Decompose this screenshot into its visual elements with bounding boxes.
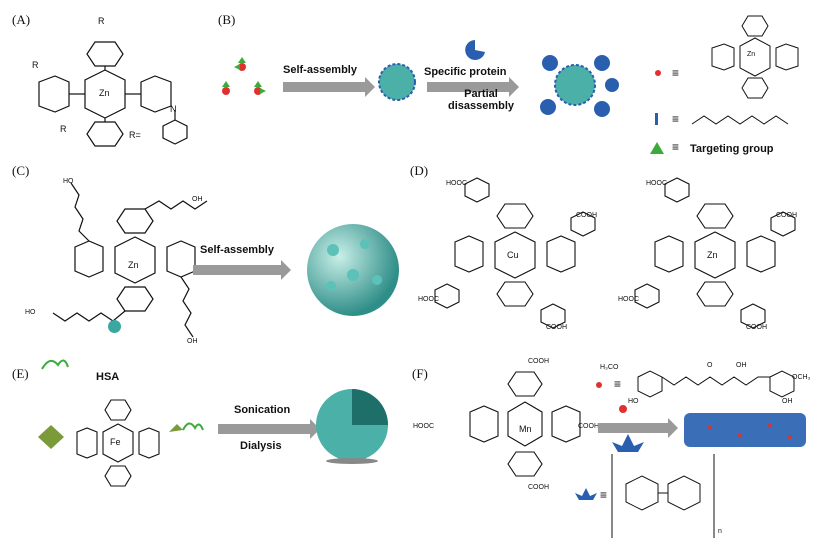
panel-d-cu-pc-structure <box>434 177 596 329</box>
panel-b-arrow-1 <box>283 77 375 97</box>
legend-equiv-3: ≡ <box>672 140 680 154</box>
panel-b-disassembled-particle-icon <box>540 55 619 117</box>
legend-peg-chain <box>691 115 789 125</box>
panel-e-arrow <box>218 419 320 439</box>
panel-c-ho-bottom: HO <box>25 309 36 316</box>
panel-d-hooc-4: HOOC <box>618 296 639 303</box>
panel-c-small-sphere <box>108 320 121 333</box>
panel-d-label: (D) <box>410 163 429 178</box>
panel-a-r-top: R <box>98 16 105 26</box>
panel-e-step2: Dialysis <box>240 440 282 452</box>
panel-e-step1: Sonication <box>234 404 291 416</box>
legend-equiv-2: ≡ <box>672 112 680 126</box>
panel-c-metal: Zn <box>128 260 139 270</box>
panel-e-fe-pc-structure <box>76 399 160 487</box>
panel-b-protein-icon <box>465 40 485 60</box>
panel-b-legend-metal: Zn <box>747 51 756 58</box>
panel-c-ho-top: HO <box>63 178 74 185</box>
panel-f-mn-pc-structure <box>469 371 581 477</box>
panel-a-r-equals: R= <box>129 130 141 140</box>
panel-f-hyaluronan-legend-icon <box>575 488 597 500</box>
panel-f-h3co: H₃CO <box>600 364 619 371</box>
legend-red-dot <box>655 70 661 76</box>
panel-b-arrow-2 <box>427 77 519 97</box>
panel-f-nanorod-icon <box>684 413 806 447</box>
panel-f-cooh-right: COOH <box>578 423 599 430</box>
panel-f-red-dot <box>596 382 602 388</box>
panel-f-arrow <box>598 418 678 438</box>
panel-a-metal: Zn <box>99 88 110 98</box>
panel-f-hyaluronic-acid-structure <box>611 454 715 538</box>
legend-targeting-group: Targeting group <box>690 143 774 155</box>
panel-a-n: N <box>170 104 177 114</box>
panel-b-step1: Self-assembly <box>283 64 357 76</box>
panel-e-label: (E) <box>12 366 29 381</box>
panel-f-hooc-left: HOOC <box>413 423 434 430</box>
panel-f-oh: OH <box>736 362 747 369</box>
panel-e-nanoparticle-icon <box>316 389 388 464</box>
panel-f-label: (F) <box>412 366 428 381</box>
panel-d-cooh-2: COOH <box>546 324 567 331</box>
panel-c-step1: Self-assembly <box>200 244 274 256</box>
panel-c-oh-bottom: OH <box>187 338 198 345</box>
panel-b-legend-zn-pc-structure <box>711 15 799 99</box>
panel-f-och3: OCH₃ <box>792 374 811 381</box>
panel-c-arrow <box>193 260 291 280</box>
legend-blue-bar <box>655 113 658 125</box>
panel-f-curcumin-structure <box>637 370 795 398</box>
panel-b-step2: Specific protein <box>424 66 507 78</box>
panel-f-hyaluronan-icon <box>612 434 644 452</box>
panel-c-oh-right: OH <box>192 196 203 203</box>
panel-b-monomers-icon <box>222 57 266 95</box>
panel-f-cooh-bottom: COOH <box>528 484 549 491</box>
panel-d-cooh-1: COOH <box>576 212 597 219</box>
legend-green-triangle <box>650 142 664 154</box>
panel-a-label: (A) <box>12 12 31 27</box>
panel-d-metal-right: Zn <box>707 250 718 260</box>
panel-f-red-dot-2 <box>619 405 627 413</box>
legend-equiv-1: ≡ <box>672 66 680 80</box>
panel-b-nanoparticle-icon <box>378 63 416 101</box>
panel-d-cooh-3: COOH <box>776 212 797 219</box>
panel-e-hsa-cluster-icon <box>169 422 204 432</box>
panel-a-zn-phthalocyanine-structure <box>38 41 188 147</box>
panel-f-cooh-top: COOH <box>528 358 549 365</box>
panel-d-cooh-4: COOH <box>746 324 767 331</box>
panel-e-metal: Fe <box>110 437 121 447</box>
panel-e-hsa-label: HSA <box>96 371 120 383</box>
panel-d-hooc-2: HOOC <box>418 296 439 303</box>
panel-f-oh-right: OH <box>782 398 793 405</box>
panel-f-equiv-1: ≡ <box>614 377 622 391</box>
panel-d-zn-pc-structure <box>634 177 796 329</box>
panel-d-hooc-1: HOOC <box>446 180 467 187</box>
panel-d-hooc-3: HOOC <box>646 180 667 187</box>
panel-f-metal: Mn <box>519 424 532 434</box>
panel-f-n-subscript: n <box>718 528 722 535</box>
panel-d-metal-left: Cu <box>507 250 519 260</box>
panel-c-nanosphere-icon <box>307 224 399 316</box>
panel-e-crystal-icon <box>38 425 64 449</box>
panel-b-step3: Partial disassembly <box>447 88 515 112</box>
panel-f-equiv-2: ≡ <box>600 488 608 502</box>
panel-a-r-left: R <box>32 60 39 70</box>
panel-a-r-bottom: R <box>60 124 67 134</box>
panel-c-label: (C) <box>12 163 30 178</box>
panel-b-label: (B) <box>218 12 236 27</box>
panel-f-o: O <box>707 362 713 369</box>
panel-f-ho: HO <box>628 398 639 405</box>
panel-e-hsa-protein-icon <box>41 359 69 370</box>
